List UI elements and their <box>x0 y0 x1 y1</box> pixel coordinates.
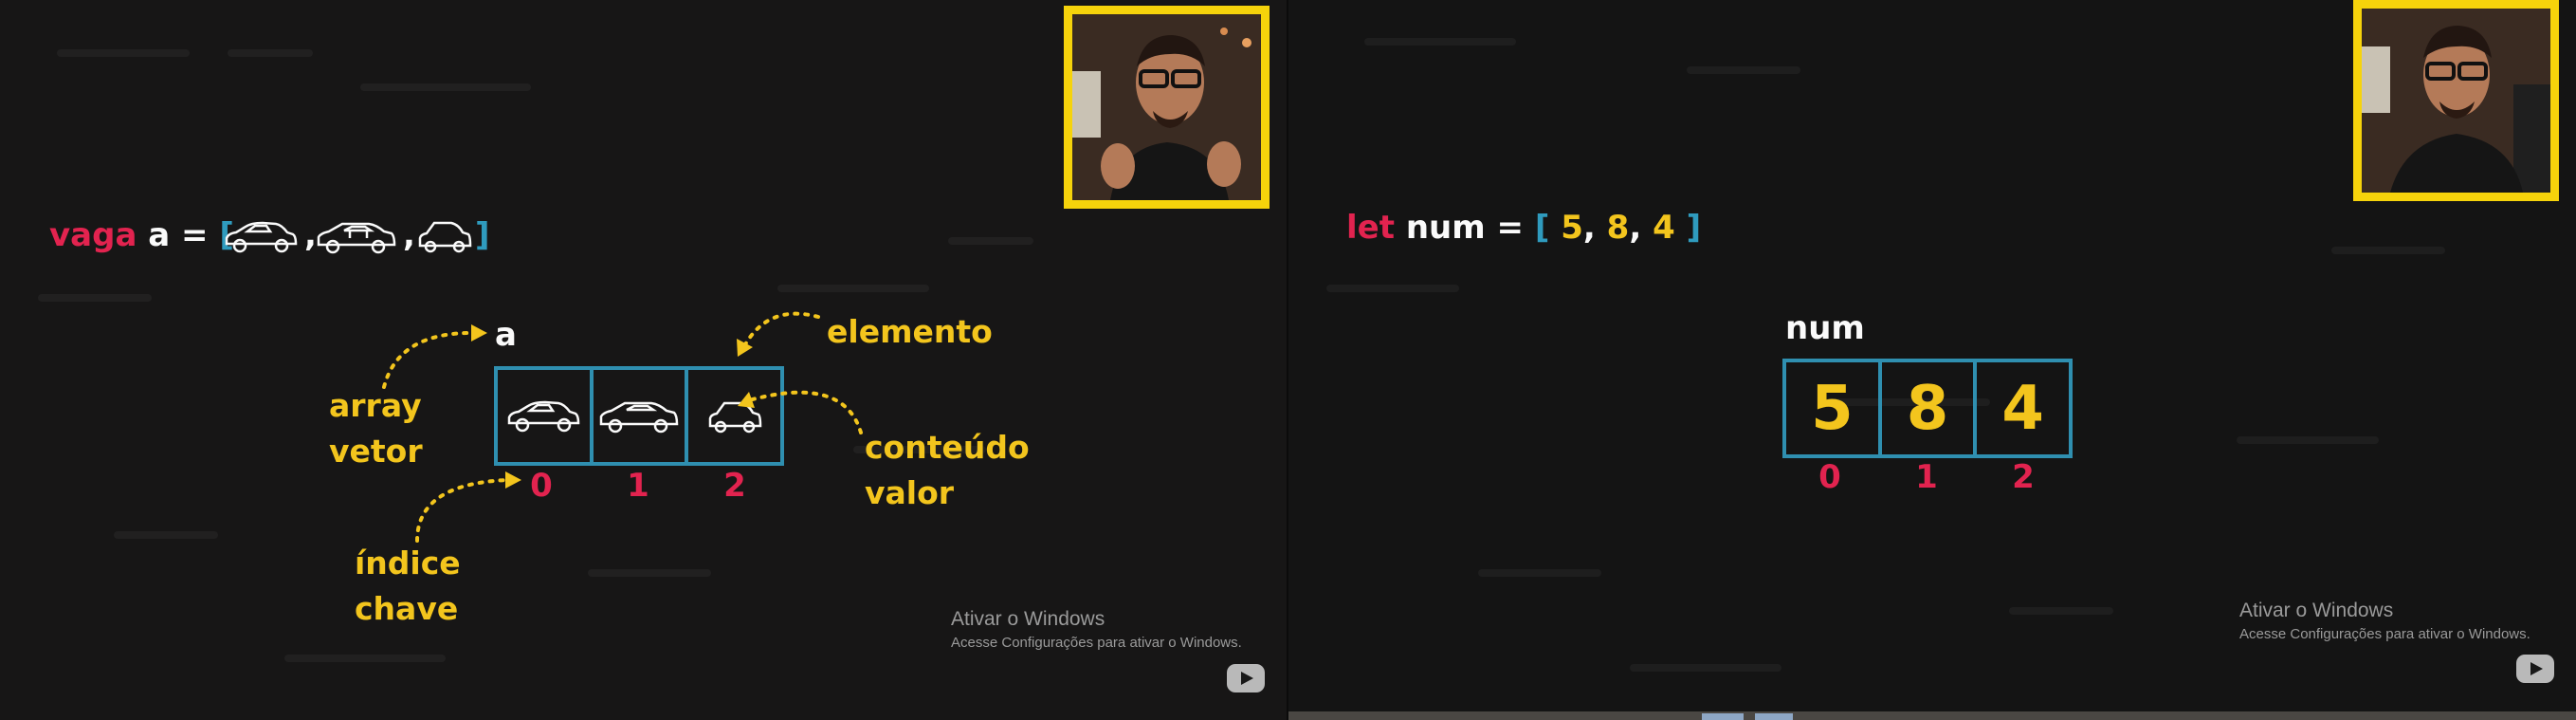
scrollbar-thumb[interactable] <box>1702 713 1744 720</box>
index-label: 2 <box>723 467 746 505</box>
index-label: 2 <box>2012 458 2035 496</box>
array-value: 4 <box>1653 209 1675 247</box>
arrowheads <box>471 324 755 489</box>
youtube-icon[interactable] <box>2516 655 2554 683</box>
bracket-open: [ <box>1534 209 1550 247</box>
presenter-webcam <box>2353 0 2559 201</box>
array-value: 5 <box>1561 209 1583 247</box>
array-cell: 8 <box>1882 362 1978 454</box>
index-label: 1 <box>1915 458 1938 496</box>
windows-activation-watermark: Ativar o Windows Acesse Configurações pa… <box>2239 600 2530 642</box>
annotation-arrows <box>382 311 863 543</box>
equals: = <box>181 216 209 254</box>
keyword: vaga <box>49 216 137 254</box>
array-cell <box>594 370 689 462</box>
array-cell: 4 <box>2001 373 2044 444</box>
right-video-frame: let num = [ 5, 8, 4 ] num 5 8 4 0 1 2 At… <box>1288 0 2576 720</box>
bottom-scrollbar[interactable] <box>1288 711 2576 720</box>
keyword: let <box>1346 209 1395 247</box>
separator: , <box>304 216 317 254</box>
separator: , <box>1582 209 1596 247</box>
index-label: 0 <box>530 467 553 505</box>
label-array: array vetor <box>329 387 423 470</box>
panel-divider <box>1287 0 1288 720</box>
windows-activation-watermark: Ativar o Windows Acesse Configurações pa… <box>951 608 1242 651</box>
separator: , <box>1629 209 1642 247</box>
label-conteudo: conteúdo valor <box>865 429 1030 511</box>
youtube-icon[interactable] <box>1227 664 1265 692</box>
separator: , <box>403 216 415 254</box>
array-cell: 5 <box>1786 362 1882 454</box>
variable: a <box>148 216 171 254</box>
array-box: 5 8 4 <box>1782 359 2073 458</box>
array-value: 8 <box>1606 209 1630 247</box>
person-icon <box>2362 9 2550 193</box>
car-hatchback-icon <box>599 401 679 433</box>
var-label: a <box>495 316 517 354</box>
variable: num <box>1405 209 1486 247</box>
index-label: 0 <box>1818 458 1841 496</box>
car-compact-icon <box>418 221 472 253</box>
label-elemento: elemento <box>827 313 993 350</box>
car-hatchback-icon <box>317 222 396 254</box>
index-label: 1 <box>627 467 649 505</box>
left-video-frame: vaga a = [ , , ] a <box>0 0 1287 720</box>
equals: = <box>1496 209 1525 247</box>
array-box <box>494 366 784 466</box>
bracket-close: ] <box>475 216 490 254</box>
label-indice: índice chave <box>355 545 461 627</box>
person-icon <box>1072 14 1261 200</box>
var-label: num <box>1785 309 1865 347</box>
code-line: let num = [ 5, 8, 4 ] <box>1346 209 1701 247</box>
car-sedan-icon <box>508 400 580 432</box>
code-line: vaga a = [ <box>49 216 234 254</box>
scrollbar-thumb[interactable] <box>1755 713 1793 720</box>
presenter-webcam <box>1064 6 1270 209</box>
car-sedan-icon <box>225 221 298 253</box>
array-cell <box>498 370 594 462</box>
bracket-close: ] <box>1686 209 1702 247</box>
